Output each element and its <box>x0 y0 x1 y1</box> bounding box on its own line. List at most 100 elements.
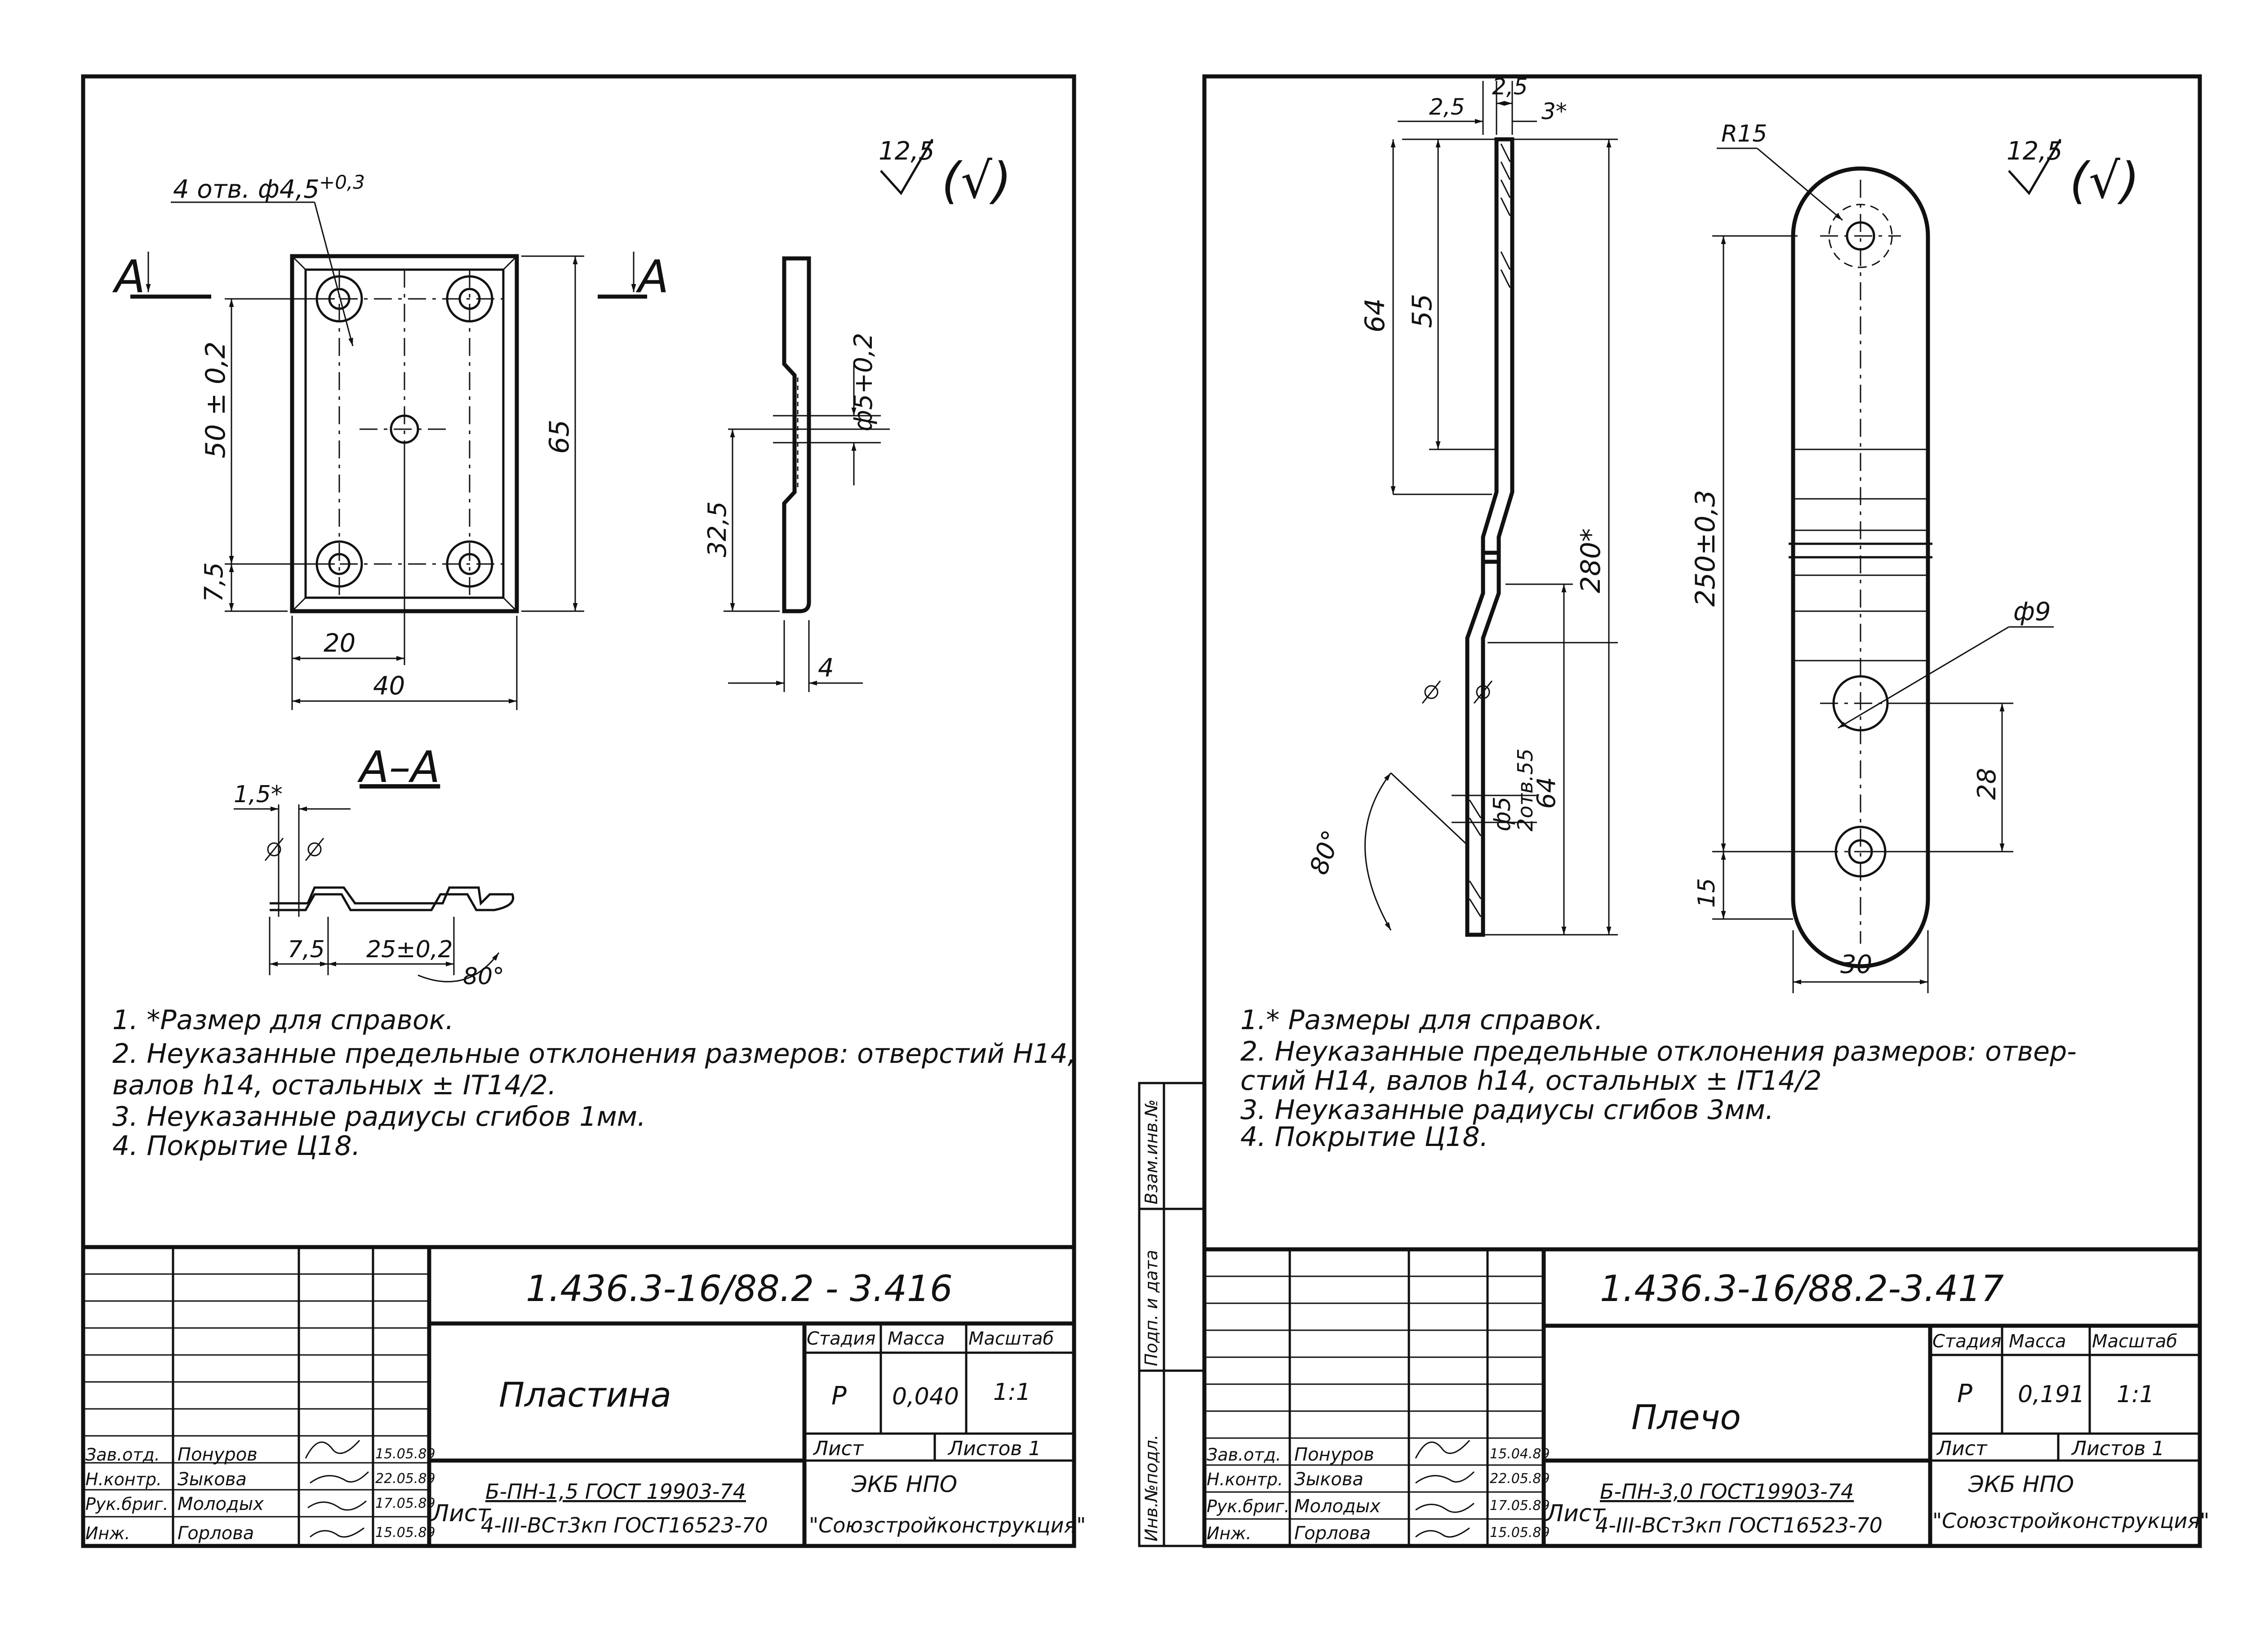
right-note-4: 4. Покрытие Ц18. <box>1240 1121 1488 1153</box>
plate-dimensions: 50 ± 0,2 7,5 65 20 40 <box>200 255 584 710</box>
arm-dim-28: 28 <box>1972 768 2002 800</box>
left-material-2: 4-III-ВСт3кп ГОСТ16523-70 <box>481 1513 768 1537</box>
section-angle: 80° <box>463 963 504 990</box>
left-role-3: Рук.бриг. <box>85 1494 169 1514</box>
left-mass-value: 0,040 <box>892 1383 959 1410</box>
right-note-1: 1.* Размеры для справок. <box>1240 1004 1603 1036</box>
arm-dim-r15: R15 <box>1721 120 1767 147</box>
right-sheet: Взам.инв.№ Подп. и дата Инв.№подл. 12,5 … <box>1138 74 2209 1548</box>
arm-dim-phi5: ф5 <box>1489 796 1516 831</box>
right-material-label: Лист <box>1545 1500 1606 1527</box>
dim-50: 50 ± 0,2 <box>200 342 231 458</box>
right-role-3: Рук.бриг. <box>1207 1497 1290 1516</box>
left-roughness-symbol: 12,5 (√) <box>879 137 1012 209</box>
section-mark-right: A <box>635 250 669 303</box>
left-name-2: Зыкова <box>178 1469 247 1490</box>
arm-dim-3: 3* <box>1541 98 1567 124</box>
side-dim-5: ф5+0,2 <box>849 333 878 432</box>
dim-7-5: 7,5 <box>200 562 229 602</box>
arm-side-view <box>1393 137 1618 937</box>
right-name-1: Понуров <box>1294 1444 1374 1465</box>
left-date-1: 15.05.89 <box>375 1446 435 1462</box>
arm-dim-30: 30 <box>1840 950 1872 979</box>
left-scale-value: 1:1 <box>993 1379 1031 1406</box>
left-note-2: 2. Неуказанные предельные отклонения раз… <box>112 1038 1076 1070</box>
right-sheets-label: Листов 1 <box>2071 1437 2164 1460</box>
arm-dim-64a: 64 <box>1359 298 1391 333</box>
left-role-4: Инж. <box>85 1523 130 1543</box>
right-role-2: Н.контр. <box>1207 1470 1283 1489</box>
arm-dim-250: 250±0,3 <box>1690 490 1721 607</box>
left-sheets-label: Листов 1 <box>947 1437 1041 1460</box>
left-name-4: Горлова <box>178 1523 254 1544</box>
left-header-stage: Стадия <box>807 1328 875 1349</box>
arm-vertical-dims: 64 55 280* 64 ф5 2отв.55 80° <box>1304 139 1612 935</box>
left-org-1: ЭКБ НПО <box>851 1471 957 1497</box>
section-dim-25: 25±0,2 <box>366 936 453 963</box>
arm-dim-280: 280* <box>1575 528 1607 593</box>
arm-dim-55: 55 <box>1407 294 1438 328</box>
left-part-name: Пластина <box>499 1375 671 1415</box>
section-title: А–А <box>357 742 440 792</box>
plate-side-view: ф5+0,2 32,5 4 <box>703 256 890 692</box>
arm-dim-2-5a: 2,5 <box>1429 94 1465 120</box>
holes-label: 4 отв. ф4,5 <box>173 175 320 204</box>
right-date-2: 22.05.89 <box>1490 1471 1550 1487</box>
left-name-1: Понуров <box>178 1444 258 1465</box>
right-doc-number: 1.436.3-16/88.2-3.417 <box>1600 1268 2004 1310</box>
right-org-2: "Союзстройконструкция" <box>1932 1509 2209 1533</box>
left-note-2b: валов h14, остальных ± IT14/2. <box>112 1070 556 1101</box>
arm-front-view <box>1789 166 1932 968</box>
left-date-4: 15.05.89 <box>375 1525 435 1541</box>
stamp-orig-inv: Инв.№подл. <box>1141 1434 1161 1541</box>
right-name-2: Зыкова <box>1294 1469 1363 1490</box>
right-roughness-paren: (√) <box>2069 152 2140 209</box>
left-stage-value: Р <box>831 1381 847 1411</box>
right-material-1: Б-ПН-3,0 ГОСТ19903-74 <box>1600 1479 1854 1504</box>
left-note-3: 3. Неуказанные радиусы сгибов 1мм. <box>112 1101 646 1132</box>
left-roughness-value: 12,5 <box>879 137 935 166</box>
right-role-4: Инж. <box>1207 1523 1252 1543</box>
left-date-3: 17.05.89 <box>375 1496 435 1511</box>
arm-front-dims: R15 250±0,3 15 28 ф9 30 <box>1690 120 2054 993</box>
section-mark-left: A <box>112 250 145 303</box>
arm-dim-2-5b: 2,5 <box>1492 74 1528 100</box>
right-part-name: Плечо <box>1631 1397 1741 1437</box>
left-title-block: 1.436.3-16/88.2 - 3.416 Пластина Стадия … <box>81 1247 1086 1546</box>
right-roughness-value: 12,5 <box>2007 137 2063 166</box>
arm-top-dims: 2,5 2,5 3* <box>1398 74 1567 135</box>
left-notes: 1. *Размер для справок. 2. Неуказанные п… <box>112 1004 1076 1162</box>
right-note-3: 3. Неуказанные радиусы сгибов 3мм. <box>1240 1094 1774 1126</box>
right-material-2: 4-III-ВСт3кп ГОСТ16523-70 <box>1595 1513 1883 1537</box>
left-header-scale: Масштаб <box>968 1328 1054 1349</box>
arm-dim-15: 15 <box>1693 878 1720 908</box>
left-note-4: 4. Покрытие Ц18. <box>112 1130 360 1162</box>
right-name-3: Молодых <box>1294 1496 1381 1517</box>
left-material-label: Лист <box>431 1500 491 1527</box>
right-note-2b: стий Н14, валов h14, остальных ± IT14/2 <box>1240 1065 1822 1097</box>
arm-dim-holes: 2отв.55 <box>1513 749 1537 831</box>
left-sheet: 12,5 (√) 4 отв. ф4,5 +0,3 A A <box>81 74 1086 1548</box>
arm-outline <box>1791 166 1930 968</box>
right-header-mass: Масса <box>2009 1331 2066 1352</box>
left-role-2: Н.контр. <box>85 1470 162 1489</box>
section-dim-1-5: 1,5* <box>234 781 283 808</box>
right-title-block: 1.436.3-16/88.2-3.417 Плечо Стадия Масса… <box>1204 1249 2209 1546</box>
right-notes: 1.* Размеры для справок. 2. Неуказанные … <box>1240 1004 2077 1153</box>
left-header-mass: Масса <box>888 1328 945 1349</box>
left-role-1: Зав.отд. <box>85 1445 160 1465</box>
right-roughness-symbol: 12,5 (√) <box>2007 137 2140 209</box>
right-date-3: 17.05.89 <box>1490 1498 1550 1514</box>
right-org-1: ЭКБ НПО <box>1968 1471 2074 1497</box>
arm-dim-phi9: ф9 <box>2013 597 2051 626</box>
left-sheet-label: Лист <box>813 1437 864 1460</box>
right-mass-value: 0,191 <box>2018 1381 2085 1408</box>
right-signatures <box>1415 1440 1475 1538</box>
right-date-1: 15.04.89 <box>1490 1446 1550 1462</box>
section-marks: A A <box>112 250 669 303</box>
arm-dim-64b: 64 <box>1532 777 1561 809</box>
section-dim-7-5: 7,5 <box>288 936 325 963</box>
side-dim-4: 4 <box>818 653 834 683</box>
left-org-2: "Союзстройконструкция" <box>809 1513 1086 1537</box>
left-name-3: Молодых <box>178 1494 264 1514</box>
